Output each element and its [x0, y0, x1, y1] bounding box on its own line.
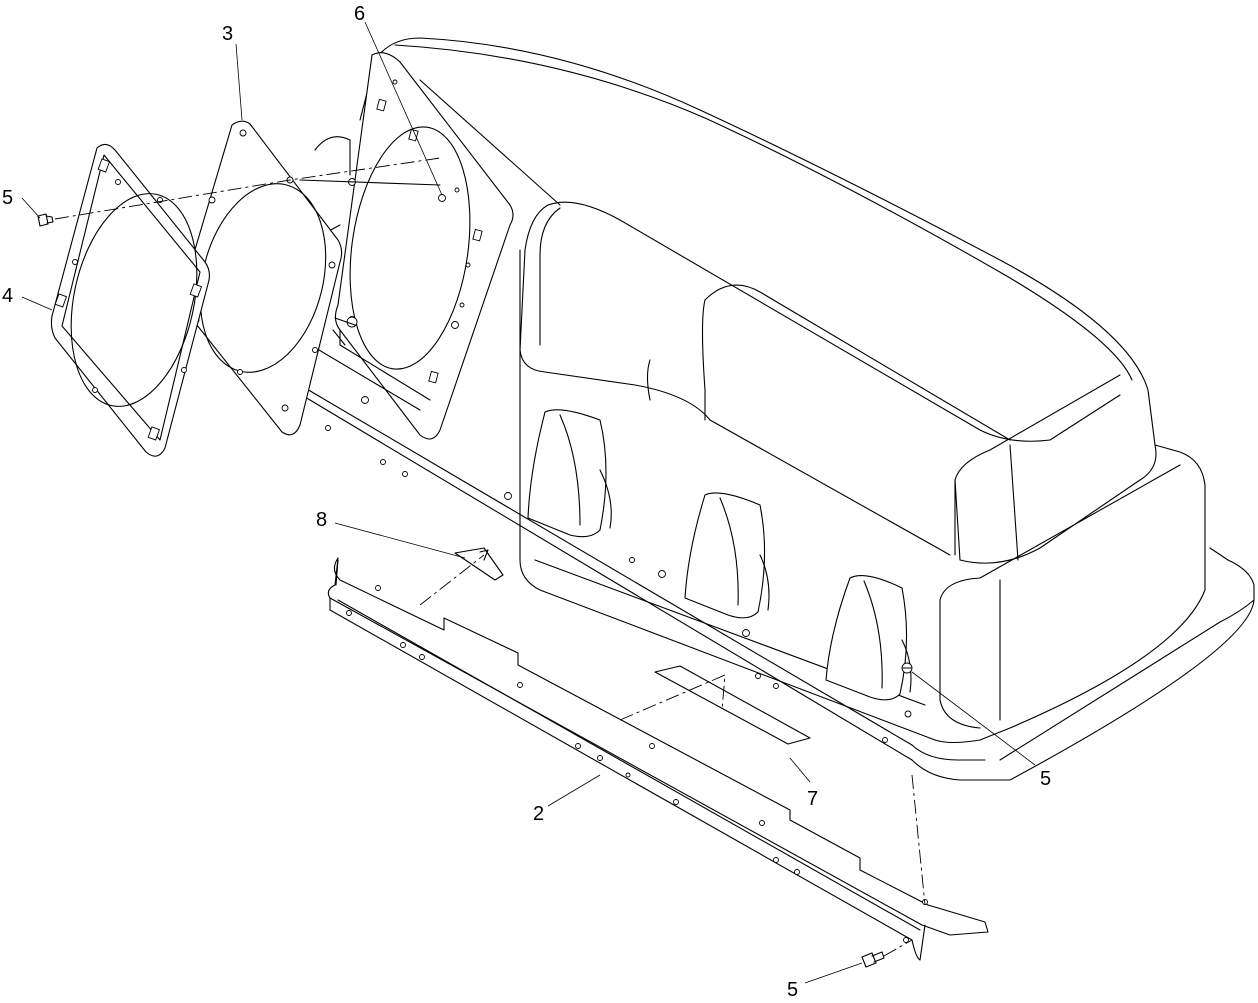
part-5-screw-left	[37, 213, 54, 227]
callout-label-4: 4	[2, 285, 13, 307]
assembly-centerlines	[54, 157, 926, 957]
housing-base-flange	[299, 349, 1255, 781]
callout-label-5-right: 5	[1040, 768, 1051, 790]
housing-flange-holes	[325, 396, 912, 743]
callout-label-3: 3	[222, 23, 233, 45]
housing-louvre-2	[684, 492, 770, 619]
part-5-screw-bottom	[861, 951, 885, 968]
part-2-rail	[327, 557, 989, 961]
housing-louvre-1	[527, 409, 612, 538]
callout-label-5-bottom: 5	[787, 979, 798, 1001]
part-6-stud	[332, 316, 358, 346]
callout-label-5-left: 5	[2, 187, 13, 209]
callout-label-8: 8	[316, 509, 327, 531]
callout-label-6: 6	[354, 3, 365, 25]
housing-dome	[359, 37, 1157, 564]
part-8-strip	[454, 547, 504, 581]
part-7-strip	[654, 665, 811, 745]
callout-leaders	[21, 21, 1036, 984]
part-4-ring-plate	[50, 143, 211, 457]
callout-label-2: 2	[533, 803, 544, 825]
housing-front-plate	[334, 52, 514, 440]
housing-louvre-3	[825, 575, 912, 701]
part-5-screw-right	[901, 662, 913, 674]
callout-label-7: 7	[807, 788, 818, 810]
